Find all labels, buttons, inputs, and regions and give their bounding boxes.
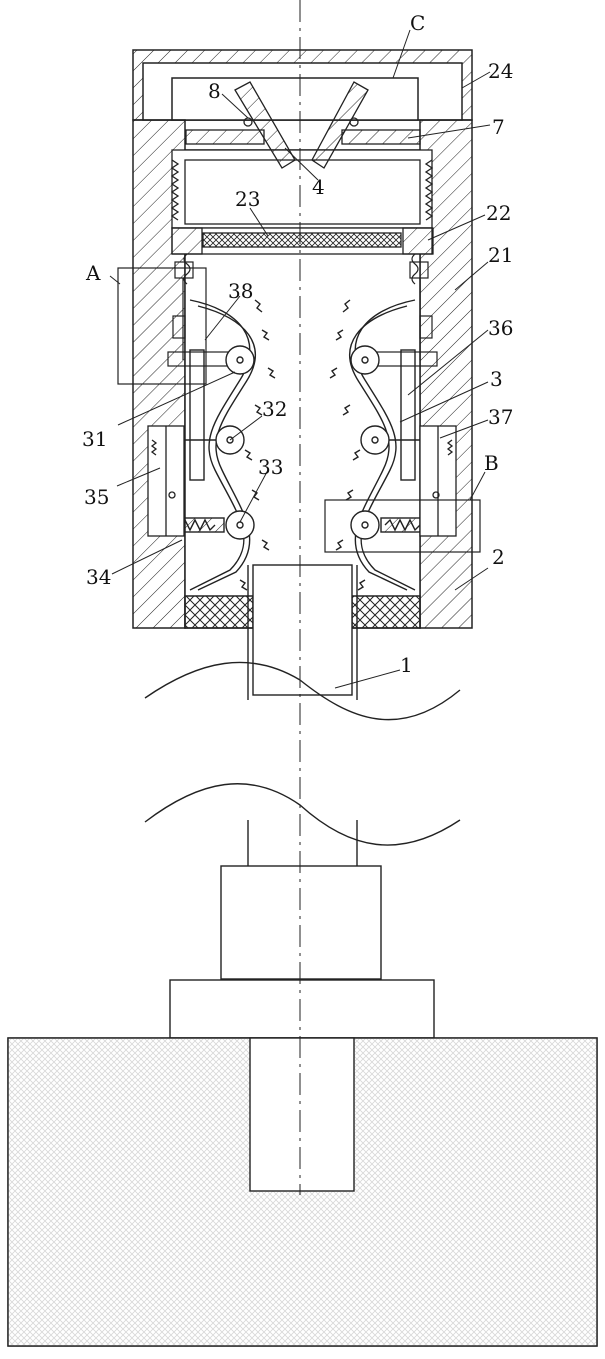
- label-31: 31: [82, 427, 107, 451]
- housing: [133, 50, 472, 628]
- label-a: A: [85, 261, 101, 285]
- label-23: 23: [235, 187, 260, 211]
- label-4: 4: [312, 175, 325, 199]
- label-c: C: [410, 11, 425, 35]
- label-8: 8: [208, 79, 221, 103]
- label-34: 34: [86, 565, 111, 589]
- shaft-and-base: [8, 565, 597, 1346]
- label-b: B: [484, 451, 499, 475]
- label-37: 37: [488, 405, 513, 429]
- label-3: 3: [490, 367, 503, 391]
- label-35: 35: [84, 485, 109, 509]
- label-21: 21: [488, 243, 513, 267]
- label-24: 24: [488, 59, 513, 83]
- label-7: 7: [492, 115, 505, 139]
- label-22: 22: [486, 201, 511, 225]
- label-32: 32: [262, 397, 287, 421]
- label-1: 1: [400, 653, 413, 677]
- label-2: 2: [492, 545, 505, 569]
- label-36: 36: [488, 316, 513, 340]
- label-33: 33: [258, 455, 283, 479]
- label-38: 38: [228, 279, 253, 303]
